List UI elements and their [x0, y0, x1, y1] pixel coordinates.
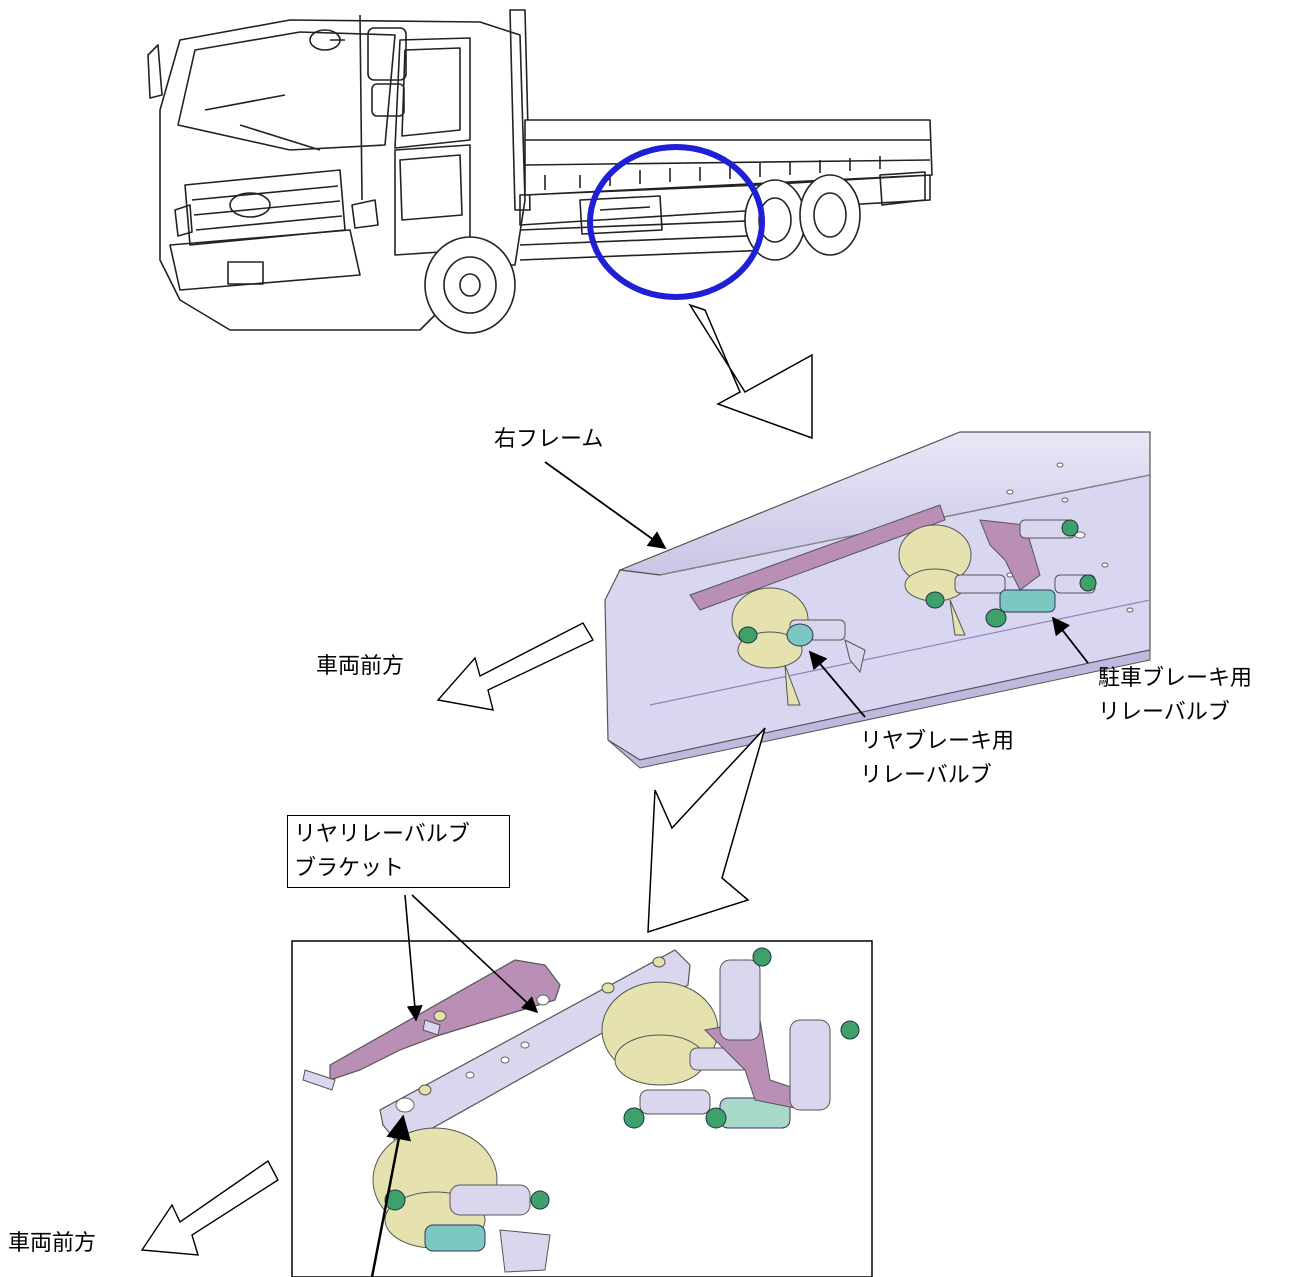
- leader-rear-brake-valve: [808, 650, 866, 718]
- leader-right-frame: [544, 461, 667, 550]
- leader-bracket-1: [404, 894, 423, 1022]
- truck-illustration: [147, 9, 933, 334]
- leader-bracket-2: [411, 894, 539, 1014]
- vehicle-front-arrow-1: [436, 622, 594, 711]
- label-vehicle-front-2: 車両前方: [8, 1231, 97, 1256]
- highlight-circle: [587, 144, 765, 300]
- detail-view: [291, 940, 873, 1277]
- label-parking-brake-relay-valve: 駐車ブレーキ用 リレーバルブ: [1098, 666, 1253, 725]
- right-frame-view: [604, 431, 1151, 769]
- hollow-arrow-2: [647, 727, 766, 934]
- label-vehicle-front-1: 車両前方: [316, 654, 405, 679]
- label-rear-relay-valve-bracket: リヤリレーバルブ ブラケット: [287, 815, 510, 888]
- label-rear-brake-relay-valve: リヤブレーキ用 リレーバルブ: [860, 729, 1015, 788]
- leader-bolt: [370, 1114, 411, 1277]
- label-right-frame: 右フレーム: [494, 427, 604, 452]
- leader-parking-brake-valve: [1051, 616, 1089, 664]
- hollow-arrow-1: [688, 303, 813, 440]
- vehicle-front-arrow-2: [140, 1159, 279, 1256]
